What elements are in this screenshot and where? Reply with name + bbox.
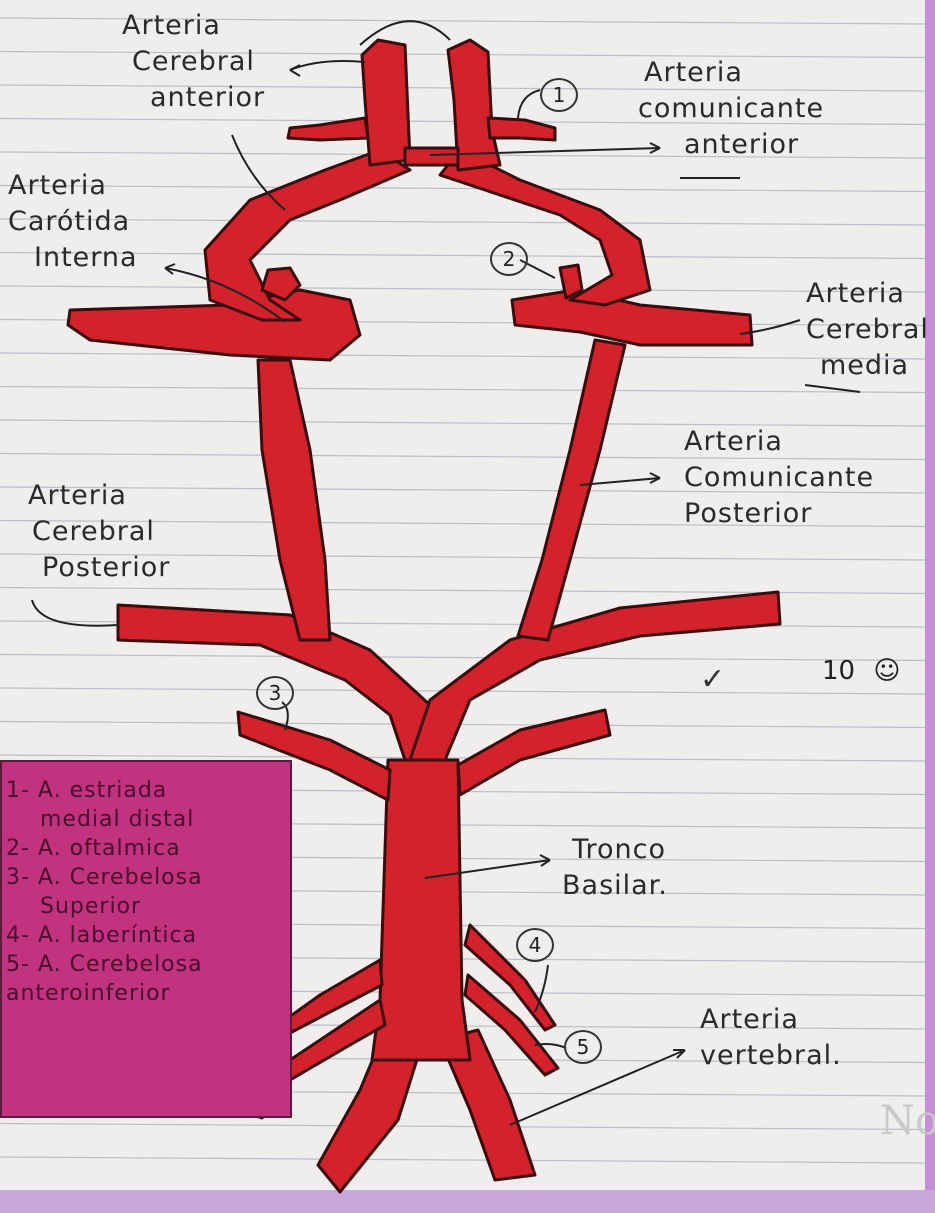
basilar-line-1: Tronco [562,832,668,868]
ruled-line [0,387,925,393]
pcom-line-1: Arteria [684,424,874,460]
legend-item-1: 1- A. estriada [6,776,290,805]
legend-item-1-cont: medial distal [6,805,290,834]
marker-3: 3 [256,676,294,710]
grade-value: 10 [822,656,855,686]
aca-line-1: Arteria [122,8,265,44]
pca-line-2: Cerebral [28,514,170,550]
right-superior-cerebellar-artery [458,710,610,795]
legend-item-3: 3- A. Cerebelosa [6,863,290,892]
legend-item-4: 4- A. laberíntica [6,921,290,950]
pca-line-1: Arteria [28,478,170,514]
legend-item-3-cont: Superior [6,892,290,921]
anterior-communicating-artery [405,148,458,165]
legend-item-5: 5- A. Cerebelosa [6,950,290,979]
ica-line-2: Carótida [8,204,138,240]
marker-4: 4 [516,928,554,962]
ruled-line [0,722,925,728]
ruled-line [0,253,925,259]
pca-line-3: Posterior [28,550,170,586]
grade-score: 10 ☺ [822,656,900,686]
page-right-margin [925,0,935,1213]
marker-1: 1 [540,78,578,112]
acom-line-1: Arteria [638,55,824,91]
label-basilar-trunk: Tronco Basilar. [562,832,668,904]
ruled-line [0,1124,925,1130]
ruled-line [0,655,925,661]
right-middle-cerebral-artery [512,290,752,345]
vertebral-line-1: Arteria [700,1002,842,1038]
marker-5: 5 [564,1030,602,1064]
ruled-line [0,588,925,594]
ruled-line [0,1157,925,1163]
basilar-trunk [372,760,470,1060]
ruled-line [0,286,925,292]
aca-line-3: anterior [122,80,265,116]
right-internal-carotid-artery [440,150,650,305]
mca-line-2: Cerebral [806,312,929,348]
left-posterior-communicating-artery [258,360,330,640]
vertebral-line-2: vertebral. [700,1038,842,1074]
label-posterior-communicating-artery: Arteria Comunicante Posterior [684,424,874,532]
marker-2: 2 [490,242,528,276]
legend-item-5-cont: anteroinferior [6,979,290,1008]
label-anterior-cerebral-artery: Arteria Cerebral anterior [122,8,265,116]
ica-line-1: Arteria [8,168,138,204]
acom-line-2: comunicante [638,91,824,127]
legend-item-2: 2- A. oftalmica [6,834,290,863]
pcom-line-2: Comunicante [684,460,874,496]
right-medial-striate-artery [488,118,555,140]
label-anterior-communicating-artery: Arteria comunicante anterior [638,55,824,163]
label-posterior-cerebral-artery: Arteria Cerebral Posterior [28,478,170,586]
check-mark: ✓ [700,662,725,697]
mca-line-1: Arteria [806,276,929,312]
ruled-line [0,219,925,225]
left-anterior-cerebral-artery [362,40,410,165]
smiley-icon: ☺ [873,656,900,686]
label-middle-cerebral-artery: Arteria Cerebral media [806,276,929,384]
basilar-line-2: Basilar. [562,868,668,904]
aca-line-2: Cerebral [122,44,265,80]
acom-line-3: anterior [638,127,824,163]
mca-line-3: media [806,348,929,384]
left-medial-striate-artery [288,118,368,140]
label-vertebral-artery: Arteria vertebral. [700,1002,842,1074]
legend-box: 1- A. estriada medial distal 2- A. oftal… [0,760,292,1118]
label-internal-carotid-artery: Arteria Carótida Interna [8,168,138,276]
notebook-watermark: No [880,1098,935,1144]
ruled-line [0,353,925,359]
ica-line-3: Interna [8,240,138,276]
page-bottom-edge [0,1190,935,1213]
ruled-line [0,186,925,192]
pcom-line-3: Posterior [684,496,874,532]
